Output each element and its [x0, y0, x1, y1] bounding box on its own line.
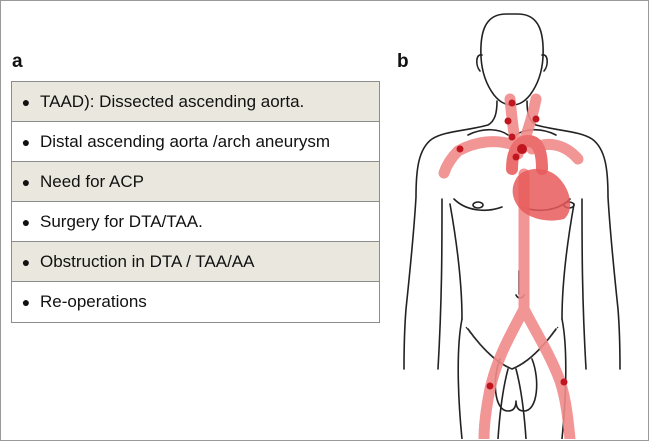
indication-text: Obstruction in DTA / TAA/AA [40, 251, 255, 271]
panel-label-a: a [12, 51, 23, 72]
indication-text: Surgery for DTA/TAA. [40, 211, 203, 231]
indication-row: ● Obstruction in DTA / TAA/AA [12, 242, 379, 282]
indication-row: ● Need for ACP [12, 162, 379, 202]
body-outline [403, 13, 621, 439]
indication-text: Distal ascending aorta /arch aneurysm [40, 131, 331, 151]
bullet-icon: ● [21, 253, 31, 270]
bullet-icon: ● [21, 133, 31, 150]
indication-row: ● TAAD): Dissected ascending aorta. [12, 82, 379, 122]
indication-text: TAAD): Dissected ascending aorta. [40, 91, 305, 111]
heart [512, 168, 571, 221]
bullet-icon: ● [21, 173, 31, 190]
panel-label-b: b [397, 51, 409, 72]
body-arterial-diagram [403, 13, 621, 439]
indication-text: Re-operations [40, 292, 147, 311]
indication-row: ● Re-operations [12, 282, 379, 322]
bullet-icon: ● [21, 213, 31, 230]
indication-text: Need for ACP [40, 171, 144, 191]
bullet-icon: ● [21, 93, 31, 110]
marker-dots [456, 99, 568, 390]
indications-table: ● TAAD): Dissected ascending aorta. ● Di… [11, 81, 380, 323]
bullet-icon: ● [21, 294, 31, 310]
indication-row: ● Distal ascending aorta /arch aneurysm [12, 122, 379, 162]
indication-row: ● Surgery for DTA/TAA. [12, 202, 379, 242]
